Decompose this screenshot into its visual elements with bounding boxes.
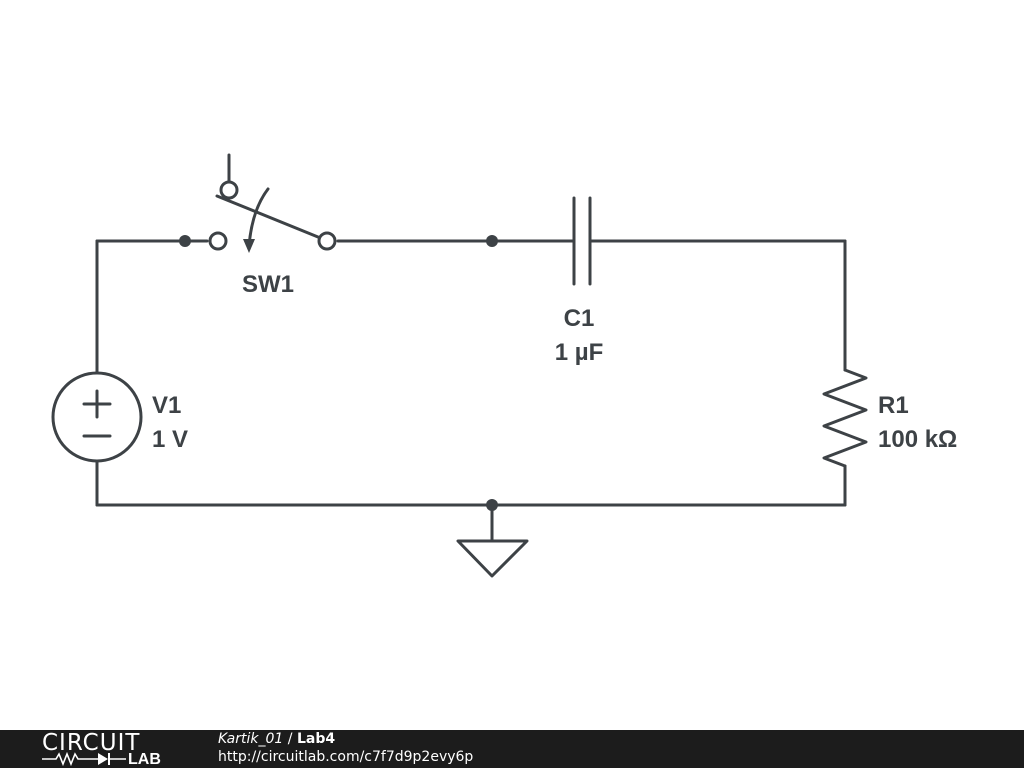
c1-name-label: C1 xyxy=(564,305,595,332)
v1-name-label: V1 xyxy=(152,392,181,419)
ground-icon[interactable] xyxy=(456,539,529,578)
circuit-url[interactable]: http://circuitlab.com/c7f7d9p2evy6p xyxy=(218,749,474,765)
footer-bar: CIRCUIT LAB Kartik_01 / Lab4 http://circ… xyxy=(0,730,1024,768)
switch-action-arrow-icon xyxy=(247,187,270,248)
switch-contact xyxy=(317,231,337,251)
switch-contact xyxy=(208,231,228,251)
footer-title: Kartik_01 / Lab4 xyxy=(218,731,335,748)
circuit-schematic: SW1 C1 1 µF V1 1 V R1 100 kΩ xyxy=(51,153,957,578)
resistor-diode-icon xyxy=(42,752,126,766)
project-name[interactable]: Lab4 xyxy=(296,731,336,747)
switch-arrowhead-icon xyxy=(243,239,255,253)
c1-value-label: 1 µF xyxy=(555,339,604,366)
resistor-r1[interactable] xyxy=(822,368,868,468)
r1-name-label: R1 xyxy=(878,392,909,419)
junction-dot xyxy=(486,499,498,511)
capacitor-c1[interactable] xyxy=(572,196,592,286)
switch-blade xyxy=(215,194,320,239)
source-body xyxy=(51,371,143,463)
sw1-name-label: SW1 xyxy=(242,271,294,298)
title-separator: / xyxy=(287,731,293,747)
r1-value-label: 100 kΩ xyxy=(878,426,957,453)
resistor-zigzag xyxy=(822,368,868,468)
voltage-source-v1[interactable] xyxy=(51,371,143,463)
logo-wordmark-top: CIRCUIT xyxy=(42,730,141,756)
junction-dot xyxy=(486,235,498,247)
logo-wordmark-bottom: LAB xyxy=(128,751,161,768)
author-link[interactable]: Kartik_01 xyxy=(218,731,284,747)
switch-sw1[interactable] xyxy=(208,153,337,253)
v1-value-label: 1 V xyxy=(152,426,188,453)
junction-dot xyxy=(179,235,191,247)
wires xyxy=(95,239,847,543)
circuitlab-logo[interactable]: CIRCUIT LAB xyxy=(42,730,182,768)
switch-contact xyxy=(219,180,239,200)
